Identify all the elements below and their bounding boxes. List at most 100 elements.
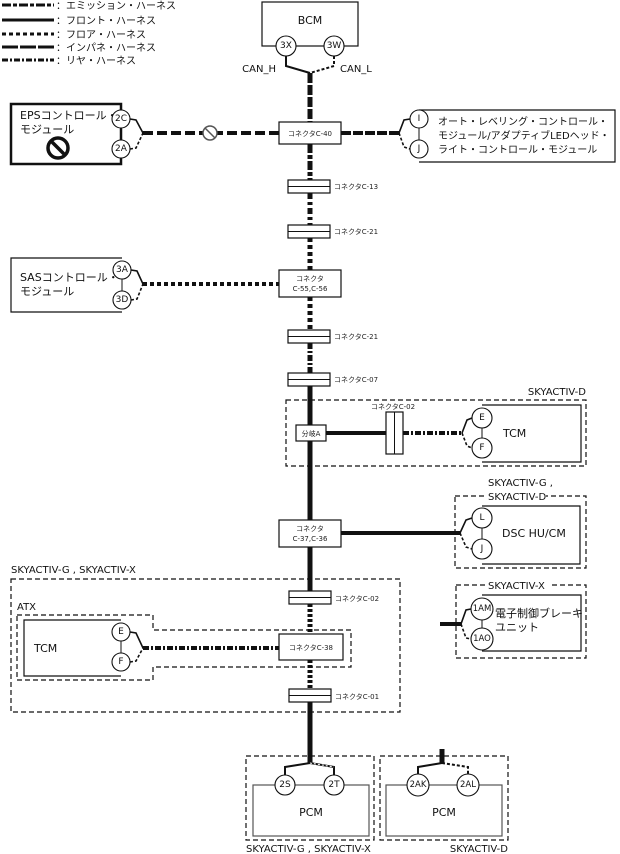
tcm-atx-can-h-wire xyxy=(129,631,144,649)
can-l-label: CAN_L xyxy=(340,64,372,75)
headlight-box xyxy=(419,109,616,163)
pcm-d-pin-2ak xyxy=(406,773,430,797)
pcm-d-pin-2al-label: 2AL xyxy=(460,780,476,790)
connector-c13: コネクタC-13 xyxy=(287,179,378,194)
dsc-pin-l-label: L xyxy=(479,513,484,523)
ebrake-group: SKYACTIV-X 1AM 1AO 電子制御ブレーキ ユニット xyxy=(440,578,587,659)
connector-branch-a: 分岐A xyxy=(295,424,327,442)
sas-box xyxy=(10,257,122,313)
connector-c21-lower-label: コネクタC-21 xyxy=(334,332,378,341)
connector-c37-label-1: コネクタ xyxy=(296,524,324,533)
sas-can-l-wire xyxy=(130,283,144,301)
connector-c07-label: コネクタC-07 xyxy=(334,375,378,384)
connector-c13-label: コネクタC-13 xyxy=(334,182,378,191)
skyactiv-d-tcm-variant: SKYACTIV-D xyxy=(528,387,586,398)
pcm-gx-pin-2t-label: 2T xyxy=(328,780,340,790)
pcm-d-box xyxy=(385,784,503,837)
pcm-gx-pin-2s xyxy=(274,774,296,796)
tcm-d-can-h-wire xyxy=(461,417,473,434)
pcm-d-label: PCM xyxy=(432,806,456,819)
tcm-atx-can-l-wire xyxy=(129,647,144,663)
pcm-d-variant: SKYACTIV-D xyxy=(450,844,508,854)
prohibited-icon xyxy=(46,136,70,160)
connector-c21-upper-label: コネクタC-21 xyxy=(334,227,378,236)
ebrake-label-1: 電子制御ブレーキ xyxy=(495,606,583,620)
connector-c38-box xyxy=(278,633,344,661)
ebrake-pin-1am-label: 1AM xyxy=(473,604,492,614)
pcm-gx-variant: SKYACTIV-G , SKYACTIV-X xyxy=(246,844,371,854)
connector-c01: コネクタC-01 xyxy=(288,688,379,703)
connector-c40-label: コネクタC-40 xyxy=(288,129,332,138)
dsc-variant-2: SKYACTIV-D xyxy=(488,492,546,503)
legend: ：エミッション・ハーネス ：フロント・ハーネス ：フロア・ハーネス ：インパネ・… xyxy=(2,0,176,67)
tcm-d-pin-f xyxy=(471,437,493,459)
can-l-wire xyxy=(309,56,335,74)
pcm-gx-frame xyxy=(245,755,375,841)
atx-label: ATX xyxy=(17,602,36,613)
eps-label-1: EPSコントロール・ xyxy=(20,109,118,122)
eps-can-h-wire xyxy=(129,118,144,134)
tcm-d-can-l-wire xyxy=(461,432,473,449)
pcm-gx-group: 2S 2T PCM SKYACTIV-G , SKYACTIV-X xyxy=(245,755,375,854)
pcm-gx-box xyxy=(252,784,370,837)
can-h-wire xyxy=(285,56,311,74)
legend-label-front: ：フロント・ハーネス xyxy=(56,15,156,27)
connector-c02-g-label: コネクタC-02 xyxy=(335,594,379,603)
headlight-label-1: オート・レベリング・コントロール・ xyxy=(438,115,608,128)
skyactiv-d-tcm-group: SKYACTIV-D 分岐A コネクタC-02 E F TCM xyxy=(285,387,587,467)
ebrake-can-l-wire xyxy=(460,623,472,640)
connector-c38-label: コネクタC-38 xyxy=(289,643,333,652)
dsc-pin-j-label: J xyxy=(480,544,484,554)
dsc-group: SKYACTIV-G , SKYACTIV-D L J DSC HU/CM xyxy=(454,478,587,569)
bcm-pin-3w-label: 3W xyxy=(327,41,342,51)
can-h-label: CAN_H xyxy=(242,64,276,75)
connector-c37-label-2: C-37,C-36 xyxy=(293,535,328,543)
connector-c21-lower: コネクタC-21 xyxy=(287,329,378,344)
dsc-can-l-wire xyxy=(459,532,473,550)
tcm-atx-label: TCM xyxy=(33,642,57,655)
sas-label-1: SASコントロール・ xyxy=(20,271,119,284)
pcm-gx-pin-2s-label: 2S xyxy=(279,780,291,790)
sas-can-h-wire xyxy=(130,269,144,285)
skyactiv-gx-frame xyxy=(10,578,401,713)
ebrake-pin-1ao-label: 1AO xyxy=(473,634,491,644)
tcm-d-label: TCM xyxy=(502,427,526,440)
dsc-can-h-wire xyxy=(459,517,473,534)
pcm-gx-pin-2t xyxy=(323,774,345,796)
ebrake-variant: SKYACTIV-X xyxy=(488,581,545,592)
legend-label-rear: ：リヤ・ハーネス xyxy=(56,55,136,67)
connector-c21-upper: コネクタC-21 xyxy=(287,224,378,239)
headlight-can-l-wire xyxy=(398,132,411,150)
connector-c37: コネクタ C-37,C-36 xyxy=(278,519,342,548)
ebrake-label-2: ユニット xyxy=(495,621,539,634)
headlight-can-h-wire xyxy=(398,118,411,134)
sas-pin-3d-label: 3D xyxy=(116,295,129,305)
tcm-atx-box xyxy=(23,619,121,677)
connector-c02-d-label: コネクタC-02 xyxy=(371,402,415,411)
eps-pin-2a-label: 2A xyxy=(115,144,128,154)
tcm-d-pin-e-label: E xyxy=(479,413,485,423)
dsc-box xyxy=(482,505,581,565)
connector-c55: コネクタ C-55,C-56 xyxy=(278,269,342,298)
legend-label-instrument: ：インパネ・ハーネス xyxy=(56,42,156,54)
pcm-gx-wires xyxy=(284,761,335,775)
connector-branch-a-label: 分岐A xyxy=(302,429,321,438)
atx-frame xyxy=(16,614,352,681)
ebrake-pin-1ao xyxy=(470,627,494,651)
legend-label-emission: ：エミッション・ハーネス xyxy=(56,0,176,12)
connector-c55-label-2: C-55,C-56 xyxy=(293,285,328,293)
skyactiv-gx-group: SKYACTIV-G , SKYACTIV-X コネクタC-02 ATX E F… xyxy=(10,565,401,713)
bcm-label: BCM xyxy=(298,14,323,27)
headlight-label-3: ライト・コントロール・モジュール xyxy=(438,144,597,156)
connector-c40: コネクタC-40 xyxy=(278,121,342,145)
pcm-gx-label: PCM xyxy=(299,806,323,819)
sas-pin-3a-label: 3A xyxy=(116,265,129,275)
bcm-pin-3x-label: 3X xyxy=(280,41,292,51)
tcm-atx-pin-e-label: E xyxy=(118,627,124,637)
eps-pin-2c-label: 2C xyxy=(115,114,127,124)
sas-module: SASコントロール・ モジュール 3A 3D xyxy=(10,257,144,313)
skyactiv-d-tcm-frame xyxy=(285,399,587,467)
dsc-label: DSC HU/CM xyxy=(502,527,566,540)
dsc-variant-1: SKYACTIV-G , xyxy=(488,478,553,489)
ebrake-pin-1am xyxy=(470,597,494,621)
